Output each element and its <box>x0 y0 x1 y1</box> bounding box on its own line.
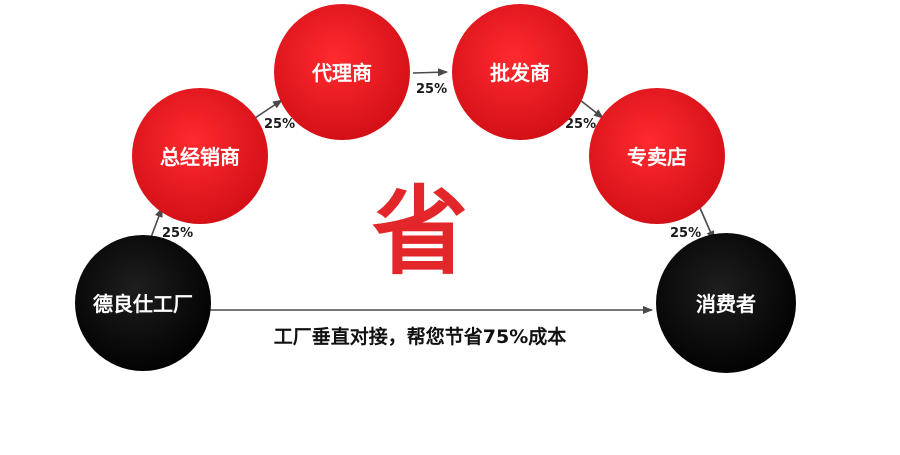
node-factory: 德良仕工厂 <box>75 235 211 371</box>
node-agent-label: 代理商 <box>311 61 372 85</box>
node-wholesaler: 批发商 <box>452 4 588 140</box>
save-character: 省 <box>372 176 468 288</box>
markup-label-agent-to-wholesaler: 25% <box>416 82 447 97</box>
node-general-distributor-label: 总经销商 <box>160 145 240 169</box>
node-wholesaler-label: 批发商 <box>490 61 550 85</box>
node-factory-label: 德良仕工厂 <box>93 292 193 316</box>
node-specialty-store: 专卖店 <box>589 88 725 224</box>
markup-label-store-to-consumer: 25% <box>670 226 701 241</box>
node-consumer: 消费者 <box>656 233 796 373</box>
arrow-wholesaler-to-store <box>579 99 604 119</box>
savings-caption: 工厂垂直对接，帮您节省75%成本 <box>274 325 566 348</box>
node-consumer-label: 消费者 <box>696 292 756 316</box>
node-general-distributor: 总经销商 <box>132 88 268 224</box>
markup-label-factory-to-general: 25% <box>162 226 193 241</box>
markup-label-wholesaler-to-store: 25% <box>565 117 596 132</box>
markup-label-general-to-agent: 25% <box>264 117 295 132</box>
arrow-agent-to-wholesaler <box>412 68 448 77</box>
arrow-factory-to-general <box>149 207 163 241</box>
node-agent: 代理商 <box>274 4 410 140</box>
node-specialty-store-label: 专卖店 <box>627 145 687 169</box>
arrow-general-to-agent <box>254 99 283 119</box>
